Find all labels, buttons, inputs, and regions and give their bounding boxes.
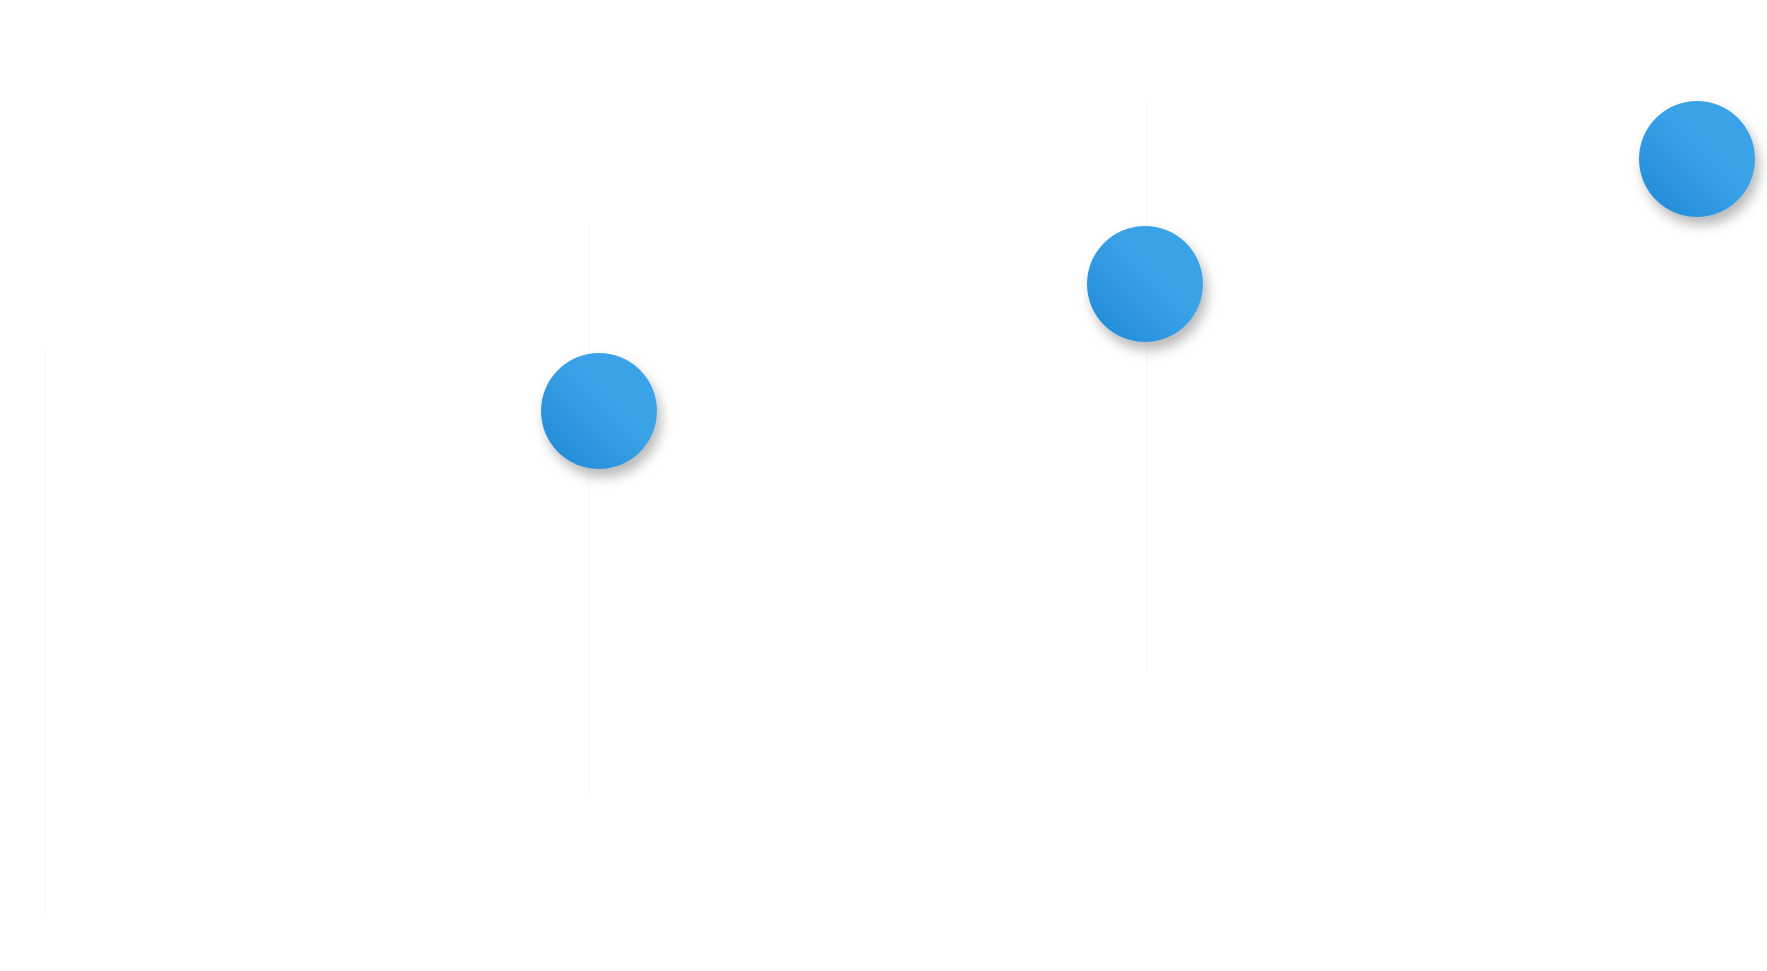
blue-circle-node-2 (1087, 226, 1203, 342)
vertical-guide-line-3 (1146, 100, 1148, 670)
blue-circle-node-1 (541, 353, 657, 469)
blue-circle-node-3 (1639, 101, 1755, 217)
vertical-guide-line-2 (588, 225, 590, 795)
vertical-guide-line-1 (44, 350, 46, 915)
